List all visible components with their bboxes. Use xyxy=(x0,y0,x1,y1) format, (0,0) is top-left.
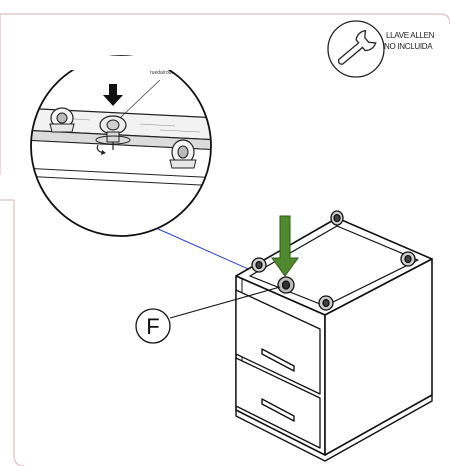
caster-target xyxy=(277,276,295,294)
drawer-upper xyxy=(235,289,321,395)
tool-note-line2: NO INCLUIDA xyxy=(384,42,433,51)
detail-caster-right xyxy=(169,139,197,169)
caster-back xyxy=(330,210,344,226)
callout-leader xyxy=(169,286,281,319)
callout-letter: F xyxy=(146,314,159,339)
insert-arrow-icon xyxy=(271,215,299,277)
caster-front xyxy=(318,295,334,311)
tool-note-line1: LLAVE ALLEN xyxy=(386,31,435,40)
detail-part-label: rueda/rodo xyxy=(150,70,174,76)
cabinet xyxy=(235,217,433,462)
down-arrow-icon xyxy=(103,84,123,106)
wrench-icon xyxy=(337,29,377,65)
detail-plank-lower xyxy=(31,139,211,179)
drawer-handle-lower xyxy=(261,398,295,422)
drawer-handle-upper xyxy=(261,348,295,372)
caster-left xyxy=(251,257,267,273)
cabinet-casters xyxy=(251,210,416,311)
caster-right xyxy=(400,251,416,267)
callout-circle xyxy=(135,308,171,344)
detail-plank-edge xyxy=(31,129,211,151)
detail-caster-left xyxy=(49,107,75,133)
callout-f: F xyxy=(135,308,171,344)
drawer-lower xyxy=(235,357,321,449)
detail-view: rueda/rodo xyxy=(30,55,212,237)
tool-note: LLAVE ALLEN NO INCLUIDA xyxy=(327,20,435,78)
detail-caster-center xyxy=(95,115,131,155)
